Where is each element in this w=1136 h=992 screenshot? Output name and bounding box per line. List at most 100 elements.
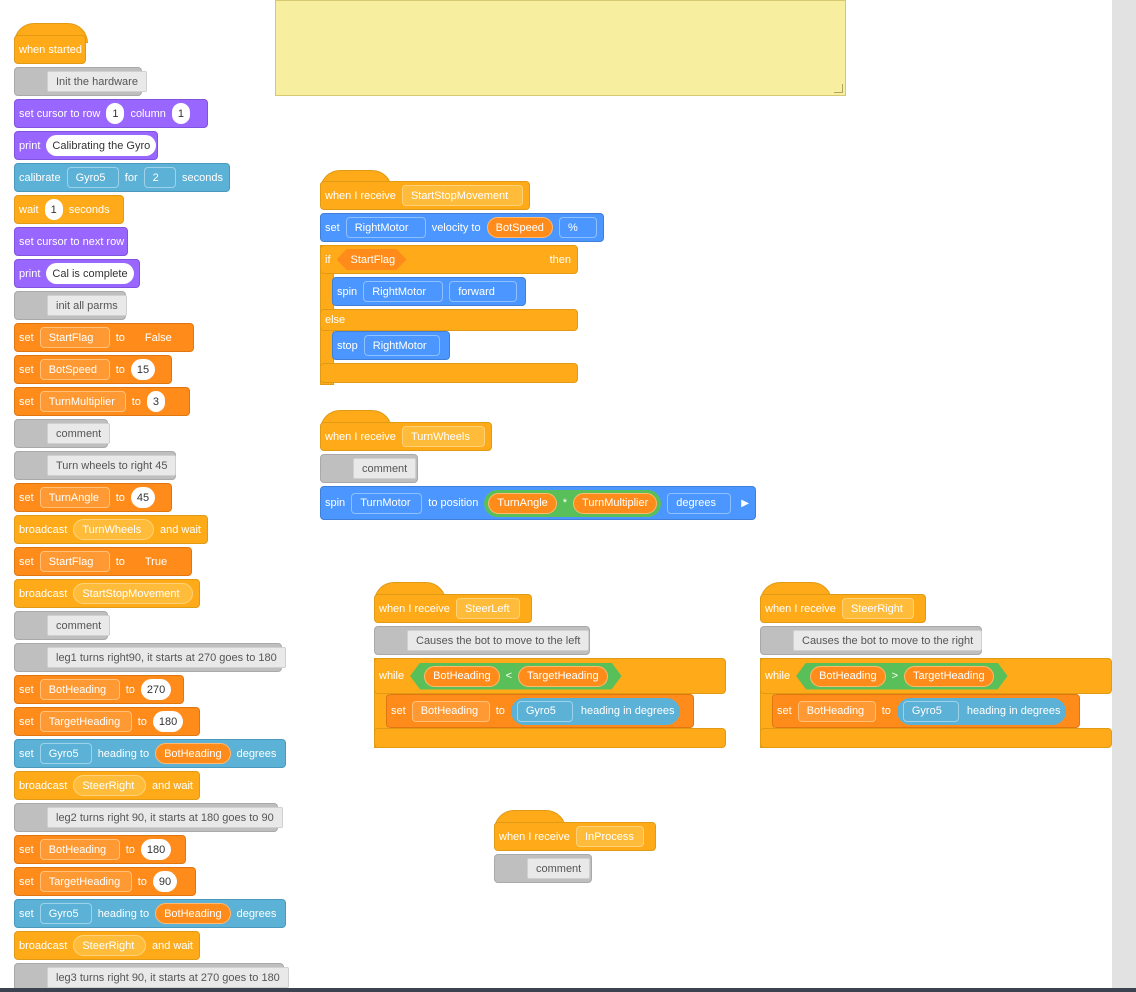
direction-dropdown[interactable]: forward (449, 281, 518, 302)
message-dropdown[interactable]: SteerRight (841, 598, 914, 619)
expand-arrow-icon[interactable]: ▶ (741, 497, 749, 509)
resize-grip-icon[interactable] (834, 84, 843, 93)
variable-reporter[interactable]: BotHeading (155, 903, 231, 924)
vertical-scrollbar[interactable] (1112, 0, 1136, 988)
heading-reporter[interactable]: Gyro5 heading in degrees (510, 697, 681, 725)
variable-dropdown[interactable]: BotHeading (797, 700, 876, 722)
value-input[interactable]: 180 (152, 711, 184, 732)
variable-dropdown[interactable]: TargetHeading (39, 711, 132, 732)
comment-field[interactable]: Turn wheels to right 45 (47, 455, 177, 476)
comment-field[interactable]: Init the hardware (47, 71, 147, 92)
comment-block[interactable]: init all parms (14, 291, 127, 320)
set-variable-block[interactable]: set BotHeading to 270 (14, 675, 184, 704)
message-dropdown[interactable]: StartStopMovement (401, 185, 523, 206)
set-variable-block[interactable]: set TurnAngle to 45 (14, 483, 172, 512)
set-variable-block[interactable]: set StartFlag to False (14, 323, 194, 352)
comment-block[interactable]: leg3 turns right 90, it starts at 270 go… (14, 963, 289, 988)
stop-block[interactable]: stop RightMotor (332, 331, 450, 360)
message-dropdown[interactable]: InProcess (575, 826, 644, 847)
variable-dropdown[interactable]: BotHeading (411, 700, 490, 722)
code-canvas[interactable]: when started Init the hardware set curso… (0, 0, 1112, 988)
print-input[interactable]: Cal is complete (46, 263, 134, 284)
when-receive-block[interactable]: when I receive InProcess (494, 822, 656, 851)
set-variable-block[interactable]: set BotHeading to 180 (14, 835, 186, 864)
broadcast-block[interactable]: broadcast StartStopMovement (14, 579, 200, 608)
print-block[interactable]: print Calibrating the Gyro (14, 131, 158, 160)
set-velocity-block[interactable]: set RightMotor velocity to BotSpeed % (320, 213, 604, 242)
variable-dropdown[interactable]: BotSpeed (39, 359, 110, 380)
variable-reporter[interactable]: TargetHeading (518, 666, 608, 687)
device-dropdown[interactable]: Gyro5 (516, 700, 573, 722)
variable-dropdown[interactable]: BotHeading (39, 839, 120, 860)
when-receive-block[interactable]: when I receive StartStopMovement (320, 181, 530, 210)
set-variable-block[interactable]: set TurnMultiplier to 3 (14, 387, 190, 416)
variable-dropdown[interactable]: StartFlag (39, 327, 110, 348)
comment-field[interactable]: init all parms (47, 295, 127, 316)
variable-reporter[interactable]: TurnAngle (488, 492, 557, 514)
value-input[interactable]: 90 (152, 871, 178, 892)
comment-block[interactable]: Init the hardware (14, 67, 147, 96)
comment-field[interactable]: leg2 turns right 90, it starts at 180 go… (47, 807, 283, 828)
value-input[interactable]: 3 (146, 391, 165, 412)
row-input[interactable]: 1 (106, 103, 125, 124)
while-block[interactable]: while BotHeading < TargetHeading (374, 658, 726, 694)
broadcast-wait-block[interactable]: broadcast SteerRight and wait (14, 931, 200, 960)
print-block[interactable]: print Cal is complete (14, 259, 140, 288)
when-receive-block[interactable]: when I receive SteerLeft (374, 594, 532, 623)
comment-field[interactable]: comment (47, 423, 111, 444)
motor-dropdown[interactable]: TurnMotor (351, 492, 423, 514)
spin-block[interactable]: spin RightMotor forward (332, 277, 526, 306)
multiply-operator[interactable]: TurnAngle * TurnMultiplier (484, 489, 662, 517)
unit-dropdown[interactable]: degrees (667, 492, 732, 514)
spin-to-position-block[interactable]: spin TurnMotor to position TurnAngle * T… (320, 486, 756, 520)
wait-input[interactable]: 1 (44, 199, 63, 220)
broadcast-wait-block[interactable]: broadcast TurnWheels and wait (14, 515, 208, 544)
compare-operator[interactable]: BotHeading < TargetHeading (410, 663, 622, 690)
set-variable-block[interactable]: set BotSpeed to 15 (14, 355, 172, 384)
comment-block[interactable]: comment (14, 611, 111, 640)
seconds-dropdown[interactable]: 2 (143, 167, 177, 188)
variable-dropdown[interactable]: BotHeading (39, 679, 120, 700)
comment-field[interactable]: comment (527, 858, 591, 879)
if-else-block[interactable]: if StartFlag then (320, 245, 578, 274)
variable-dropdown[interactable]: TurnAngle (39, 487, 110, 508)
motor-dropdown[interactable]: RightMotor (363, 335, 440, 356)
variable-reporter[interactable]: BotHeading (424, 666, 500, 687)
next-row-block[interactable]: set cursor to next row (14, 227, 128, 256)
variable-reporter[interactable]: BotSpeed (486, 217, 553, 238)
comment-block[interactable]: Causes the bot to move to the right (760, 626, 983, 655)
variable-reporter[interactable]: BotHeading (810, 666, 886, 687)
message-dropdown[interactable]: SteerRight (73, 775, 147, 796)
variable-dropdown[interactable]: TurnMultiplier (39, 391, 126, 412)
calibrate-block[interactable]: calibrate Gyro5 for 2 seconds (14, 163, 230, 192)
device-dropdown[interactable]: Gyro5 (39, 743, 92, 764)
comment-block[interactable]: comment (494, 854, 592, 883)
broadcast-wait-block[interactable]: broadcast SteerRight and wait (14, 771, 200, 800)
comment-field[interactable]: Causes the bot to move to the right (793, 630, 983, 651)
device-dropdown[interactable]: Gyro5 (902, 700, 959, 722)
comment-block[interactable]: leg2 turns right 90, it starts at 180 go… (14, 803, 283, 832)
condition-reporter[interactable]: StartFlag (337, 249, 407, 270)
value-input[interactable]: 270 (140, 679, 172, 700)
variable-reporter[interactable]: BotHeading (155, 743, 231, 764)
print-input[interactable]: Calibrating the Gyro (46, 135, 157, 156)
comment-field[interactable]: leg1 turns right90, it starts at 270 goe… (47, 647, 286, 668)
comment-field[interactable]: comment (47, 615, 111, 636)
set-variable-block[interactable]: set TargetHeading to 180 (14, 707, 200, 736)
boolean-dropdown[interactable]: False (131, 327, 186, 348)
when-receive-block[interactable]: when I receive TurnWheels (320, 422, 492, 451)
motor-dropdown[interactable]: RightMotor (363, 281, 444, 302)
message-dropdown[interactable]: TurnWheels (73, 519, 155, 540)
set-cursor-block[interactable]: set cursor to row 1 column 1 (14, 99, 208, 128)
set-heading-block[interactable]: set Gyro5 heading to BotHeading degrees (14, 899, 286, 928)
while-block[interactable]: while BotHeading > TargetHeading (760, 658, 1112, 694)
comment-block[interactable]: leg1 turns right90, it starts at 270 goe… (14, 643, 286, 672)
value-input[interactable]: 15 (130, 359, 156, 380)
when-receive-block[interactable]: when I receive SteerRight (760, 594, 926, 623)
set-heading-block[interactable]: set Gyro5 heading to BotHeading degrees (14, 739, 286, 768)
message-dropdown[interactable]: SteerRight (73, 935, 147, 956)
comment-field[interactable]: Causes the bot to move to the left (407, 630, 590, 651)
boolean-dropdown[interactable]: True (131, 551, 181, 572)
set-variable-block[interactable]: set BotHeading to Gyro5 heading in degre… (772, 694, 1080, 728)
comment-block[interactable]: comment (14, 419, 111, 448)
